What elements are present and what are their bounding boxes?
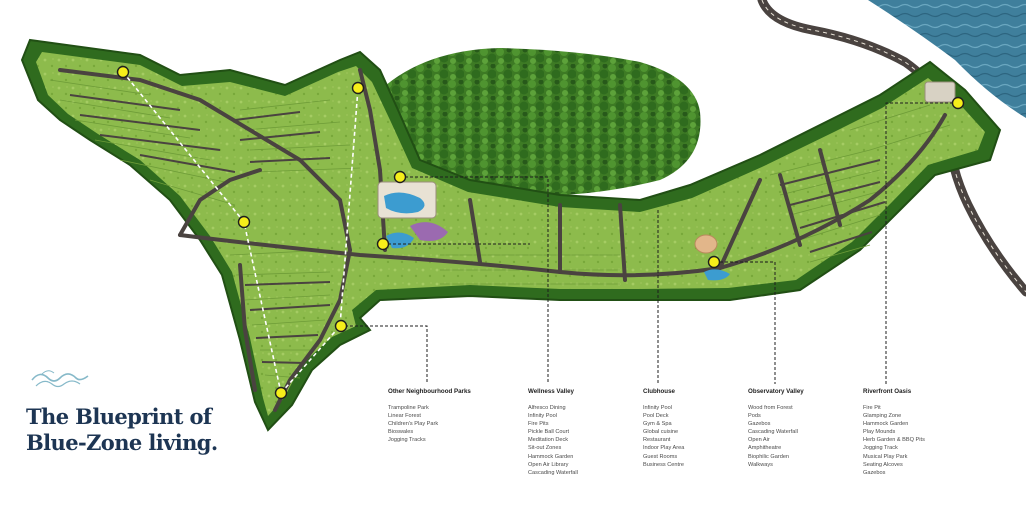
legend-item: Musical Play Park: [863, 453, 908, 460]
poi-marker-icon: [393, 170, 407, 184]
legend-item: Gym & Spa: [643, 421, 672, 428]
poi-marker-icon: [951, 96, 965, 110]
legend-item: Walkways: [748, 461, 773, 468]
legend-item: Meditation Deck: [528, 437, 569, 444]
legend-item: Children's Play Park: [388, 421, 439, 428]
headline-line-1: The Blueprint of: [26, 404, 212, 429]
legend-clubhouse: Clubhouse Infinity Pool Pool Deck Gym & …: [643, 388, 753, 469]
legend-item: Jogging Tracks: [388, 437, 426, 444]
legend-item: Amphitheatre: [748, 445, 782, 452]
legend-title: Riverfront Oasis: [863, 388, 912, 395]
callout-lines: [345, 102, 958, 384]
legend-observatory-valley: Observatory Valley Wood from Forest Pods…: [748, 388, 858, 469]
legend-item: Open Air Library: [528, 461, 569, 468]
legend-item: Fire Pits: [528, 421, 549, 428]
legend-item: Jogging Track: [863, 445, 898, 452]
legend-item: Restaurant: [643, 437, 671, 444]
legend-item: Seating Alcoves: [863, 461, 903, 468]
legend-title: Other Neighbourhood Parks: [388, 388, 471, 395]
legend-item: Gazebos: [748, 421, 771, 428]
poi-marker-icon: [274, 386, 288, 400]
legend-other-neighbourhood-parks: Other Neighbourhood Parks Trampoline Par…: [388, 388, 498, 444]
poi-marker-icon: [116, 65, 130, 79]
plot-grid-left: [49, 79, 361, 379]
legend-item: Global cuisine: [643, 429, 679, 436]
poi-marker-icon: [351, 81, 365, 95]
legend-wellness-valley: Wellness Valley Alfresco Dining Infinity…: [528, 388, 638, 477]
legend-item: Hammock Garden: [863, 421, 909, 428]
headline-line-2: Blue-Zone living.: [26, 430, 218, 455]
legend-item: Herb Garden & BBQ Pits: [863, 437, 925, 444]
legend-item: Infinity Pool: [643, 405, 672, 411]
legend-item: Glamping Zone: [863, 413, 902, 420]
legend-item: Cascading Waterfall: [748, 429, 798, 436]
central-forest: [375, 48, 701, 196]
legend-title: Wellness Valley: [528, 388, 574, 395]
poi-marker-icon: [334, 319, 348, 333]
clubhouse-complex: [377, 181, 448, 249]
legend-title: Clubhouse: [643, 388, 675, 395]
legend-item: Business Centre: [643, 461, 685, 468]
poi-marker-icon: [237, 215, 251, 229]
legend-item: Sit-out Zones: [528, 445, 562, 452]
legend-item: Fire Pit: [863, 405, 881, 411]
legend-item: Cascading Waterfall: [528, 469, 578, 476]
poi-markers: [116, 65, 965, 400]
legend-item: Play Mounds: [863, 429, 896, 436]
poi-marker-icon: [707, 255, 721, 269]
waves-icon: [31, 370, 89, 388]
legend-riverfront-oasis: Riverfront Oasis Fire Pit Glamping Zone …: [863, 388, 973, 477]
legend-item: Pods: [748, 413, 761, 420]
page-headline: The Blueprint of Blue-Zone living.: [26, 404, 246, 456]
legend-item: Hammock Garden: [528, 453, 574, 460]
legend-item: Gazebos: [863, 469, 886, 476]
legend-item: Pickle Ball Court: [528, 429, 570, 436]
legend-item: Indoor Play Area: [643, 445, 685, 452]
legend-item: Guest Rooms: [643, 453, 678, 460]
poi-marker-icon: [376, 237, 390, 251]
legend-item: Wood from Forest: [748, 405, 793, 411]
legend-item: Pool Deck: [643, 413, 669, 420]
legend-title: Observatory Valley: [748, 388, 804, 395]
legend-item: Bioswales: [388, 429, 414, 436]
legend-item: Alfresco Dining: [528, 405, 566, 411]
riverfront-pavilion: [924, 81, 956, 103]
legend-item: Linear Forest: [388, 413, 421, 420]
observatory-pavilion: [694, 234, 730, 281]
legend-item: Biophilic Garden: [748, 453, 790, 460]
river: [868, 0, 1026, 118]
legend-item: Infinity Pool: [528, 413, 557, 420]
legend-item: Trampoline Park: [388, 405, 429, 411]
legend-item: Open Air: [748, 437, 770, 444]
